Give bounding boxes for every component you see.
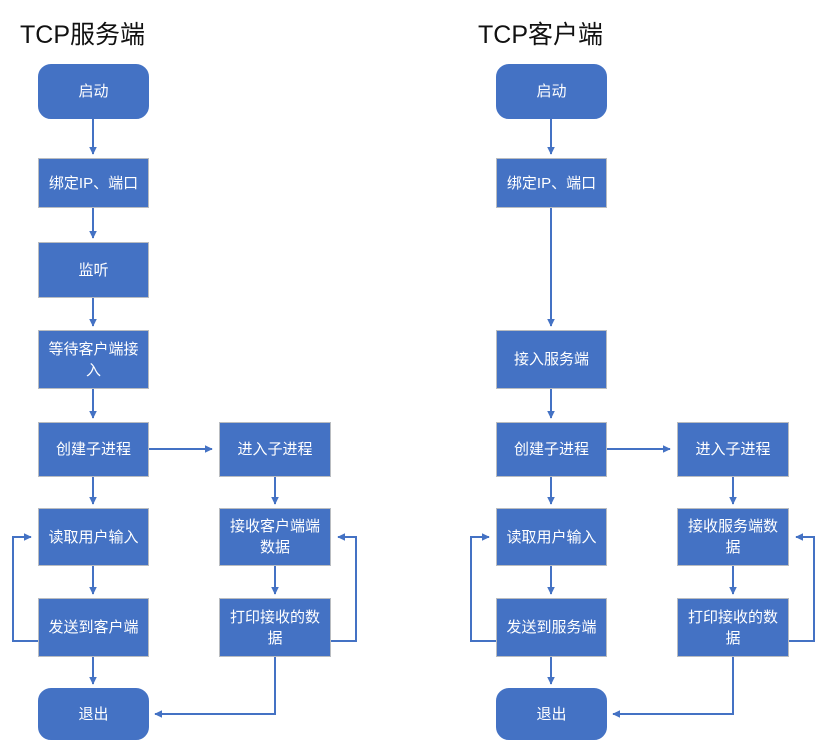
server-diagram-title: TCP服务端 [20,21,146,49]
client-diagram-title: TCP客户端 [478,21,604,49]
server-node-start[interactable]: 启动 [38,64,149,119]
client-node-fork-label: 创建子进程 [513,441,589,458]
client-node-bind[interactable]: 绑定IP、端口 [496,158,607,208]
client-node-enter-child[interactable]: 进入子进程 [677,422,789,477]
server-node-exit-label: 退出 [78,705,109,723]
client-node-read-input-label: 读取用户输入 [506,528,597,546]
server-node-read-input-label: 读取用户输入 [48,528,139,546]
client-node-print-data[interactable]: 打印接收的数据 [677,598,789,657]
server-node-fork[interactable]: 创建子进程 [38,422,149,477]
server-node-enter-child[interactable]: 进入子进程 [219,422,331,477]
server-node-print-data[interactable]: 打印接收的数据 [219,598,331,657]
client-node-recv-server-data[interactable]: 接收服务端数据 [677,508,789,566]
server-node-send-to-client-label: 发送到客户端 [48,619,139,636]
client-node-connect-server[interactable]: 接入服务端 [496,330,607,389]
edge-client-print-loop [789,533,815,642]
client-node-start-label: 启动 [536,83,567,100]
server-node-fork-label: 创建子进程 [55,441,131,458]
server-node-start-label: 启动 [78,83,109,100]
server-node-bind-label: 绑定IP、端口 [48,174,139,192]
edge-client-send-loop [470,533,496,642]
server-node-send-to-client[interactable]: 发送到客户端 [38,598,149,657]
client-node-send-to-server[interactable]: 发送到服务端 [496,598,607,657]
server-node-print-data-label: 打印接收的数据 [229,608,320,647]
server-node-bind[interactable]: 绑定IP、端口 [38,158,149,208]
client-node-bind-label: 绑定IP、端口 [506,174,597,192]
client-node-recv-server-data-label: 接收服务端数据 [687,518,778,556]
server-node-exit[interactable]: 退出 [38,688,149,740]
edge-client-print-exit [612,657,734,718]
server-node-recv-client-data-label: 接收客户端端数据 [229,518,320,556]
edge-server-print-loop [331,533,357,642]
client-node-connect-server-label: 接入服务端 [513,351,589,368]
client-node-start[interactable]: 启动 [496,64,607,119]
server-node-enter-child-label: 进入子进程 [237,441,313,458]
client-node-exit-label: 退出 [536,705,567,723]
server-node-listen[interactable]: 监听 [38,242,149,298]
client-node-print-data-label: 打印接收的数据 [687,608,778,647]
client-node-fork[interactable]: 创建子进程 [496,422,607,477]
server-node-recv-client-data[interactable]: 接收客户端端数据 [219,508,331,566]
client-node-enter-child-label: 进入子进程 [695,441,771,458]
server-node-wait-client[interactable]: 等待客户端接入 [38,330,149,389]
client-node-exit[interactable]: 退出 [496,688,607,740]
server-node-listen-label: 监听 [78,261,109,279]
server-node-wait-client-label: 等待客户端接入 [48,340,139,379]
client-node-read-input[interactable]: 读取用户输入 [496,508,607,566]
client-node-send-to-server-label: 发送到服务端 [506,619,597,636]
server-node-read-input[interactable]: 读取用户输入 [38,508,149,566]
edge-server-send-loop [12,533,38,642]
edge-server-print-exit [154,657,276,718]
